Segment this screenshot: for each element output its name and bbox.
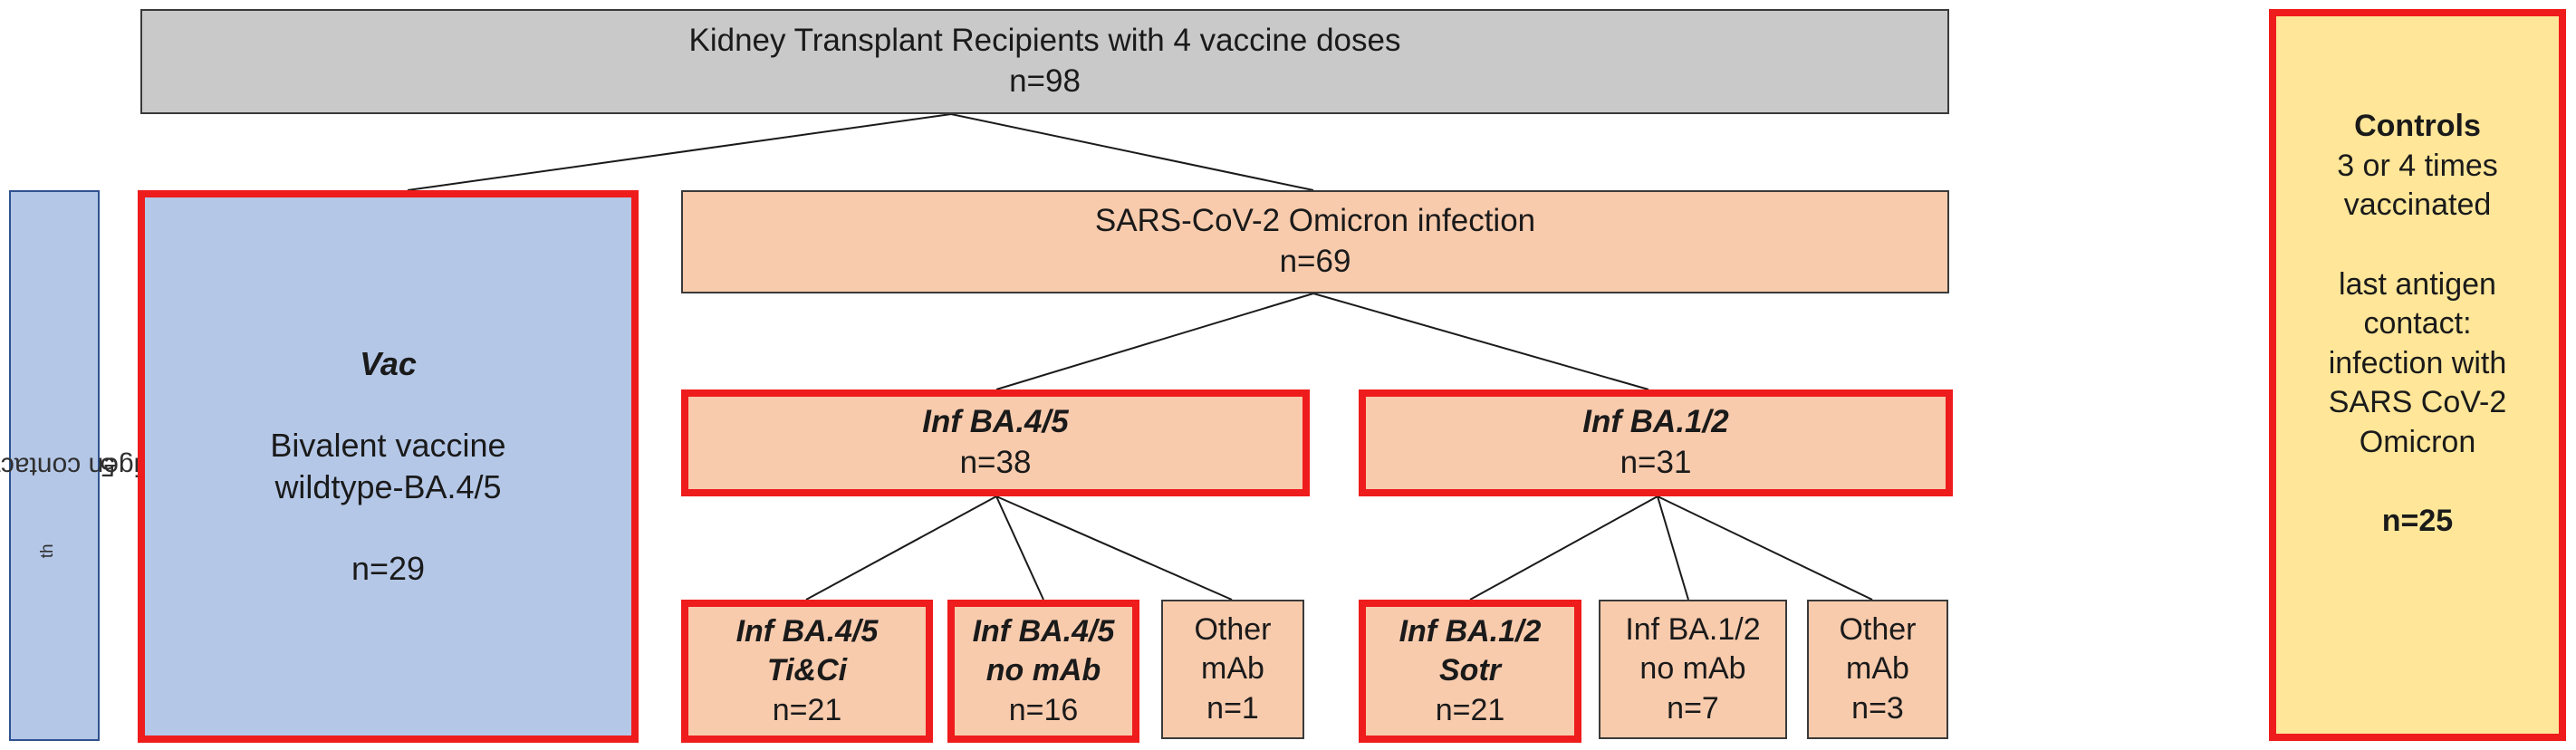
leaf-ba12-sotr: Inf BA.1/2 Sotr n=21: [1359, 600, 1581, 743]
root-n: n=98: [1009, 63, 1081, 99]
edge-ba12-nomab: [1657, 495, 1689, 601]
controls-line6: SARS CoV-2: [2328, 385, 2507, 420]
leaf-ba12-other-n: n=3: [1851, 690, 1904, 726]
root-box: Kidney Transplant Recipients with 4 vacc…: [140, 9, 1949, 114]
leaf-ba45-nomab-line2: no mAb: [985, 653, 1101, 688]
edge-ba45-other: [995, 495, 1233, 601]
leaf-ba45-tici-n: n=21: [772, 692, 842, 727]
infection-box: SARS-CoV-2 Omicron infection n=69: [681, 190, 1949, 293]
root-title: Kidney Transplant Recipients with 4 vacc…: [688, 23, 1401, 59]
leaf-ba45-nomab-line1: Inf BA.4/5: [972, 613, 1115, 649]
controls-box: Controls 3 or 4 times vaccinated last an…: [2269, 9, 2566, 741]
inf-ba45-box: Inf BA.4/5 n=38: [681, 389, 1310, 496]
leaf-ba45-other-line2: mAb: [1201, 651, 1264, 687]
leaf-ba12-sotr-n: n=21: [1435, 692, 1505, 727]
leaf-ba45-nomab: Inf BA.4/5 no mAb n=16: [947, 600, 1139, 743]
edge-ba12-other: [1657, 495, 1873, 601]
leaf-ba12-other: Other mAb n=3: [1807, 600, 1948, 739]
edge-ba45-tici: [805, 495, 997, 601]
infection-title: SARS-CoV-2 Omicron infection: [1094, 203, 1536, 239]
leaf-ba12-other-line2: mAb: [1846, 651, 1909, 687]
vac-n: n=29: [351, 550, 426, 588]
leaf-ba45-tici: Inf BA.4/5 Ti&Ci n=21: [681, 600, 933, 743]
leaf-ba45-other-n: n=1: [1206, 690, 1259, 726]
leaf-ba12-nomab-line1: Inf BA.1/2: [1625, 611, 1761, 647]
side-label-box: [9, 190, 100, 741]
inf-ba12-box: Inf BA.1/2 n=31: [1359, 389, 1953, 496]
inf-ba12-n: n=31: [1620, 445, 1692, 480]
leaf-ba45-nomab-n: n=16: [1008, 692, 1079, 727]
controls-n: n=25: [2381, 504, 2454, 539]
vac-name: Vac: [360, 344, 417, 382]
infection-n: n=69: [1279, 244, 1351, 279]
leaf-ba12-sotr-line1: Inf BA.1/2: [1399, 613, 1542, 649]
vac-line2: wildtype-BA.4/5: [274, 468, 502, 505]
leaf-ba12-nomab: Inf BA.1/2 no mAb n=7: [1599, 600, 1787, 739]
leaf-ba12-nomab-n: n=7: [1667, 690, 1719, 726]
controls-line1: 3 or 4 times: [2337, 148, 2498, 183]
controls-line5: infection with: [2328, 345, 2507, 380]
leaf-ba45-tici-line2: Ti&Ci: [766, 653, 848, 688]
edge-infection-ba45: [995, 293, 1314, 390]
edge-ba45-nomab: [995, 495, 1044, 601]
controls-line4: contact:: [2363, 306, 2472, 341]
controls-line2: vaccinated: [2343, 188, 2492, 223]
leaf-ba12-nomab-line2: no mAb: [1639, 651, 1746, 687]
controls-title: Controls: [2354, 109, 2481, 143]
vac-line1: Bivalent vaccine: [270, 426, 506, 464]
inf-ba12-name: Inf BA.1/2: [1582, 404, 1729, 440]
edge-ba12-sotr: [1469, 495, 1658, 601]
leaf-ba45-tici-line1: Inf BA.4/5: [735, 613, 879, 649]
leaf-ba45-other: Other mAb n=1: [1161, 600, 1304, 739]
leaf-ba12-sotr-line2: Sotr: [1439, 653, 1501, 688]
edge-root-vac: [407, 113, 952, 191]
controls-line3: last antigen: [2339, 266, 2496, 302]
vac-box: Vac Bivalent vaccine wildtype-BA.4/5 n=2…: [138, 190, 639, 743]
edge-root-infection: [950, 113, 1314, 191]
edge-infection-ba12: [1312, 293, 1649, 390]
leaf-ba12-other-line1: Other: [1839, 611, 1917, 647]
leaf-ba45-other-line1: Other: [1194, 611, 1272, 647]
inf-ba45-name: Inf BA.4/5: [922, 404, 1069, 440]
inf-ba45-n: n=38: [959, 445, 1032, 480]
controls-line7: Omicron: [2359, 424, 2476, 459]
